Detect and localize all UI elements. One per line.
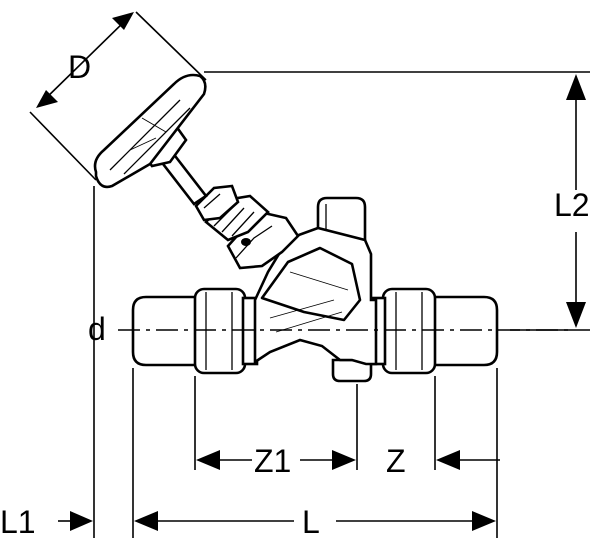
dimension-L: L bbox=[134, 504, 496, 540]
dimension-D: D bbox=[36, 12, 134, 108]
handwheel-assembly bbox=[93, 73, 208, 206]
label-D: D bbox=[68, 49, 91, 85]
right-socket bbox=[381, 287, 437, 375]
dimension-Z1: Z1 bbox=[196, 443, 356, 479]
dimension-Z: Z bbox=[386, 443, 500, 479]
label-Z: Z bbox=[386, 443, 406, 479]
left-press-end bbox=[131, 295, 197, 367]
extension-lines bbox=[29, 11, 590, 538]
left-socket bbox=[193, 287, 247, 375]
dimension-L1: L1 bbox=[0, 504, 93, 540]
right-press-end bbox=[433, 295, 499, 367]
label-L2: L2 bbox=[554, 187, 590, 223]
label-L1: L1 bbox=[0, 504, 36, 540]
label-Z1: Z1 bbox=[254, 443, 291, 479]
drain-port bbox=[331, 358, 373, 383]
label-d: d bbox=[88, 311, 106, 347]
label-L: L bbox=[302, 504, 320, 540]
pipe-assembly bbox=[131, 287, 499, 375]
handwheel bbox=[93, 73, 207, 189]
dimension-L2: L2 bbox=[554, 74, 590, 328]
